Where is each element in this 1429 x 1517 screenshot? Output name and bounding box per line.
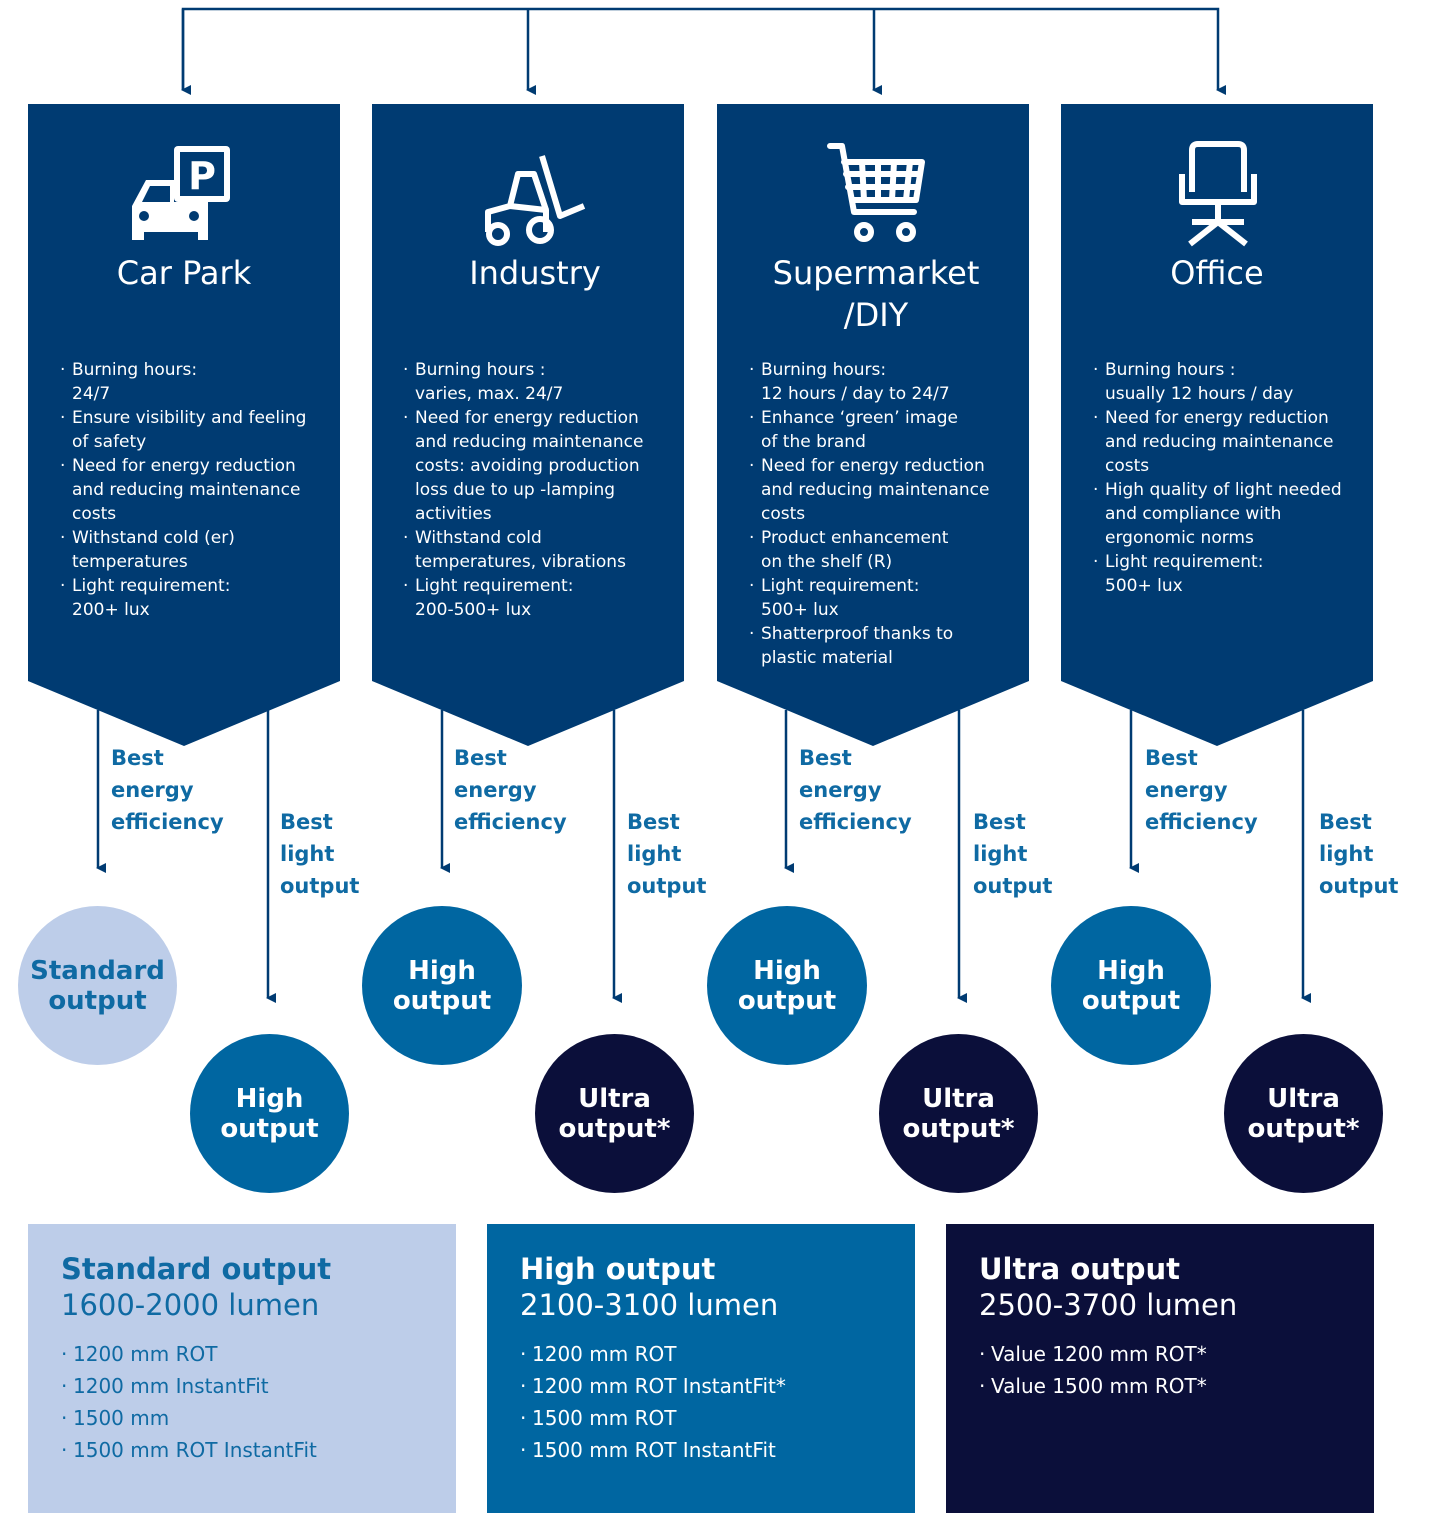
bullet-item: 1200 mm ROT InstantFit* [520, 1370, 915, 1402]
bullet-item: 1200 mm ROT [520, 1338, 915, 1370]
bullet-item: Burning hours: 24/7 [60, 358, 335, 406]
box-lumen: 2500-3700 lumen [979, 1288, 1238, 1322]
svg-text:P: P [188, 154, 216, 198]
bullet-item: Value 1200 mm ROT* [979, 1338, 1374, 1370]
bullet-item: Need for energy reduction and reducing m… [60, 454, 335, 526]
label-best-light-output: Best light output [973, 810, 1053, 898]
bullet-item: Ensure visibility and feeling of safety [60, 406, 335, 454]
bullet-item: Withstand cold temperatures, vibrations [403, 526, 681, 574]
column-bullets-car-park: Burning hours: 24/7Ensure visibility and… [60, 358, 335, 622]
label-best-energy-efficiency: Best energy efficiency [1145, 746, 1258, 834]
bullet-item: Withstand cold (er) temperatures [60, 526, 335, 574]
bullet-item: Need for energy reduction and reducing m… [1093, 406, 1371, 478]
shopping-cart-icon [827, 143, 925, 242]
box-ultra-output: Ultra output 2500-3700 lumen Value 1200 … [946, 1224, 1374, 1513]
box-title: Standard output [61, 1252, 332, 1286]
bullet-item: 1500 mm [61, 1402, 456, 1434]
bullet-item: 1500 mm ROT [520, 1402, 915, 1434]
label-best-energy-efficiency: Best energy efficiency [799, 746, 912, 834]
bullet-item: 1500 mm ROT InstantFit [520, 1434, 915, 1466]
bullet-item: High quality of light needed and complia… [1093, 478, 1371, 550]
bullet-item: Value 1500 mm ROT* [979, 1370, 1374, 1402]
bullet-item: Light requirement: 200-500+ lux [403, 574, 681, 622]
column-title-office: Office [1170, 254, 1264, 292]
output-arrows [96, 710, 1311, 1003]
circle-standard-output: Standard output [18, 906, 177, 1065]
bullet-item: Product enhancement on the shelf (R) [749, 526, 1027, 574]
circle-high-output: High output [1051, 906, 1211, 1065]
box-title: Ultra output [979, 1252, 1181, 1286]
label-best-light-output: Best light output [627, 810, 707, 898]
box-title: High output [520, 1252, 716, 1286]
box-items: Value 1200 mm ROT*Value 1500 mm ROT* [979, 1338, 1374, 1402]
bullet-item: Need for energy reduction and reducing m… [749, 454, 1027, 526]
column-title-industry: Industry [469, 254, 601, 292]
car-park-icon: P [132, 146, 230, 240]
circle-high-output: High output [362, 906, 522, 1065]
label-best-light-output: Best light output [1319, 810, 1399, 898]
circle-ultra-output: Ultra output* [879, 1034, 1038, 1193]
bullet-item: Light requirement: 200+ lux [60, 574, 335, 622]
forklift-icon [485, 155, 586, 246]
label-best-light-output: Best light output [280, 810, 360, 898]
bullet-item: Shatterproof thanks to plastic material [749, 622, 1027, 670]
top-bracket [181, 7, 1226, 95]
box-lumen: 1600-2000 lumen [61, 1288, 320, 1322]
circle-high-output: High output [190, 1034, 349, 1193]
bullet-item: Light requirement: 500+ lux [1093, 550, 1371, 598]
label-best-energy-efficiency: Best energy efficiency [454, 746, 567, 834]
box-items: 1200 mm ROT1200 mm ROT InstantFit*1500 m… [520, 1338, 915, 1466]
bullet-item: Need for energy reduction and reducing m… [403, 406, 681, 526]
box-items: 1200 mm ROT1200 mm InstantFit1500 mm1500… [61, 1338, 456, 1466]
column-bullets-supermarket: Burning hours: 12 hours / day to 24/7Enh… [749, 358, 1027, 670]
box-lumen: 2100-3100 lumen [520, 1288, 779, 1322]
bullet-item: Burning hours : varies, max. 24/7 [403, 358, 681, 406]
column-bullets-office: Burning hours : usually 12 hours / dayNe… [1093, 358, 1371, 598]
column-title-car-park: Car Park [116, 254, 252, 292]
bullet-item: Enhance ‘green’ image of the brand [749, 406, 1027, 454]
label-best-energy-efficiency: Best energy efficiency [111, 746, 224, 834]
bullet-item: Burning hours : usually 12 hours / day [1093, 358, 1371, 406]
office-chair-icon [1179, 141, 1257, 247]
circle-ultra-output: Ultra output* [1224, 1034, 1383, 1193]
column-title-supermarket: Supermarket /DIY [772, 254, 980, 334]
bullet-item: 1500 mm ROT InstantFit [61, 1434, 456, 1466]
bullet-item: Light requirement: 500+ lux [749, 574, 1027, 622]
circle-ultra-output: Ultra output* [535, 1034, 694, 1193]
column-bullets-industry: Burning hours : varies, max. 24/7Need fo… [403, 358, 681, 622]
bullet-item: Burning hours: 12 hours / day to 24/7 [749, 358, 1027, 406]
circle-high-output: High output [707, 906, 867, 1065]
bullet-item: 1200 mm InstantFit [61, 1370, 456, 1402]
box-standard-output: Standard output 1600-2000 lumen 1200 mm … [28, 1224, 456, 1513]
box-high-output: High output 2100-3100 lumen 1200 mm ROT1… [487, 1224, 915, 1513]
bullet-item: 1200 mm ROT [61, 1338, 456, 1370]
